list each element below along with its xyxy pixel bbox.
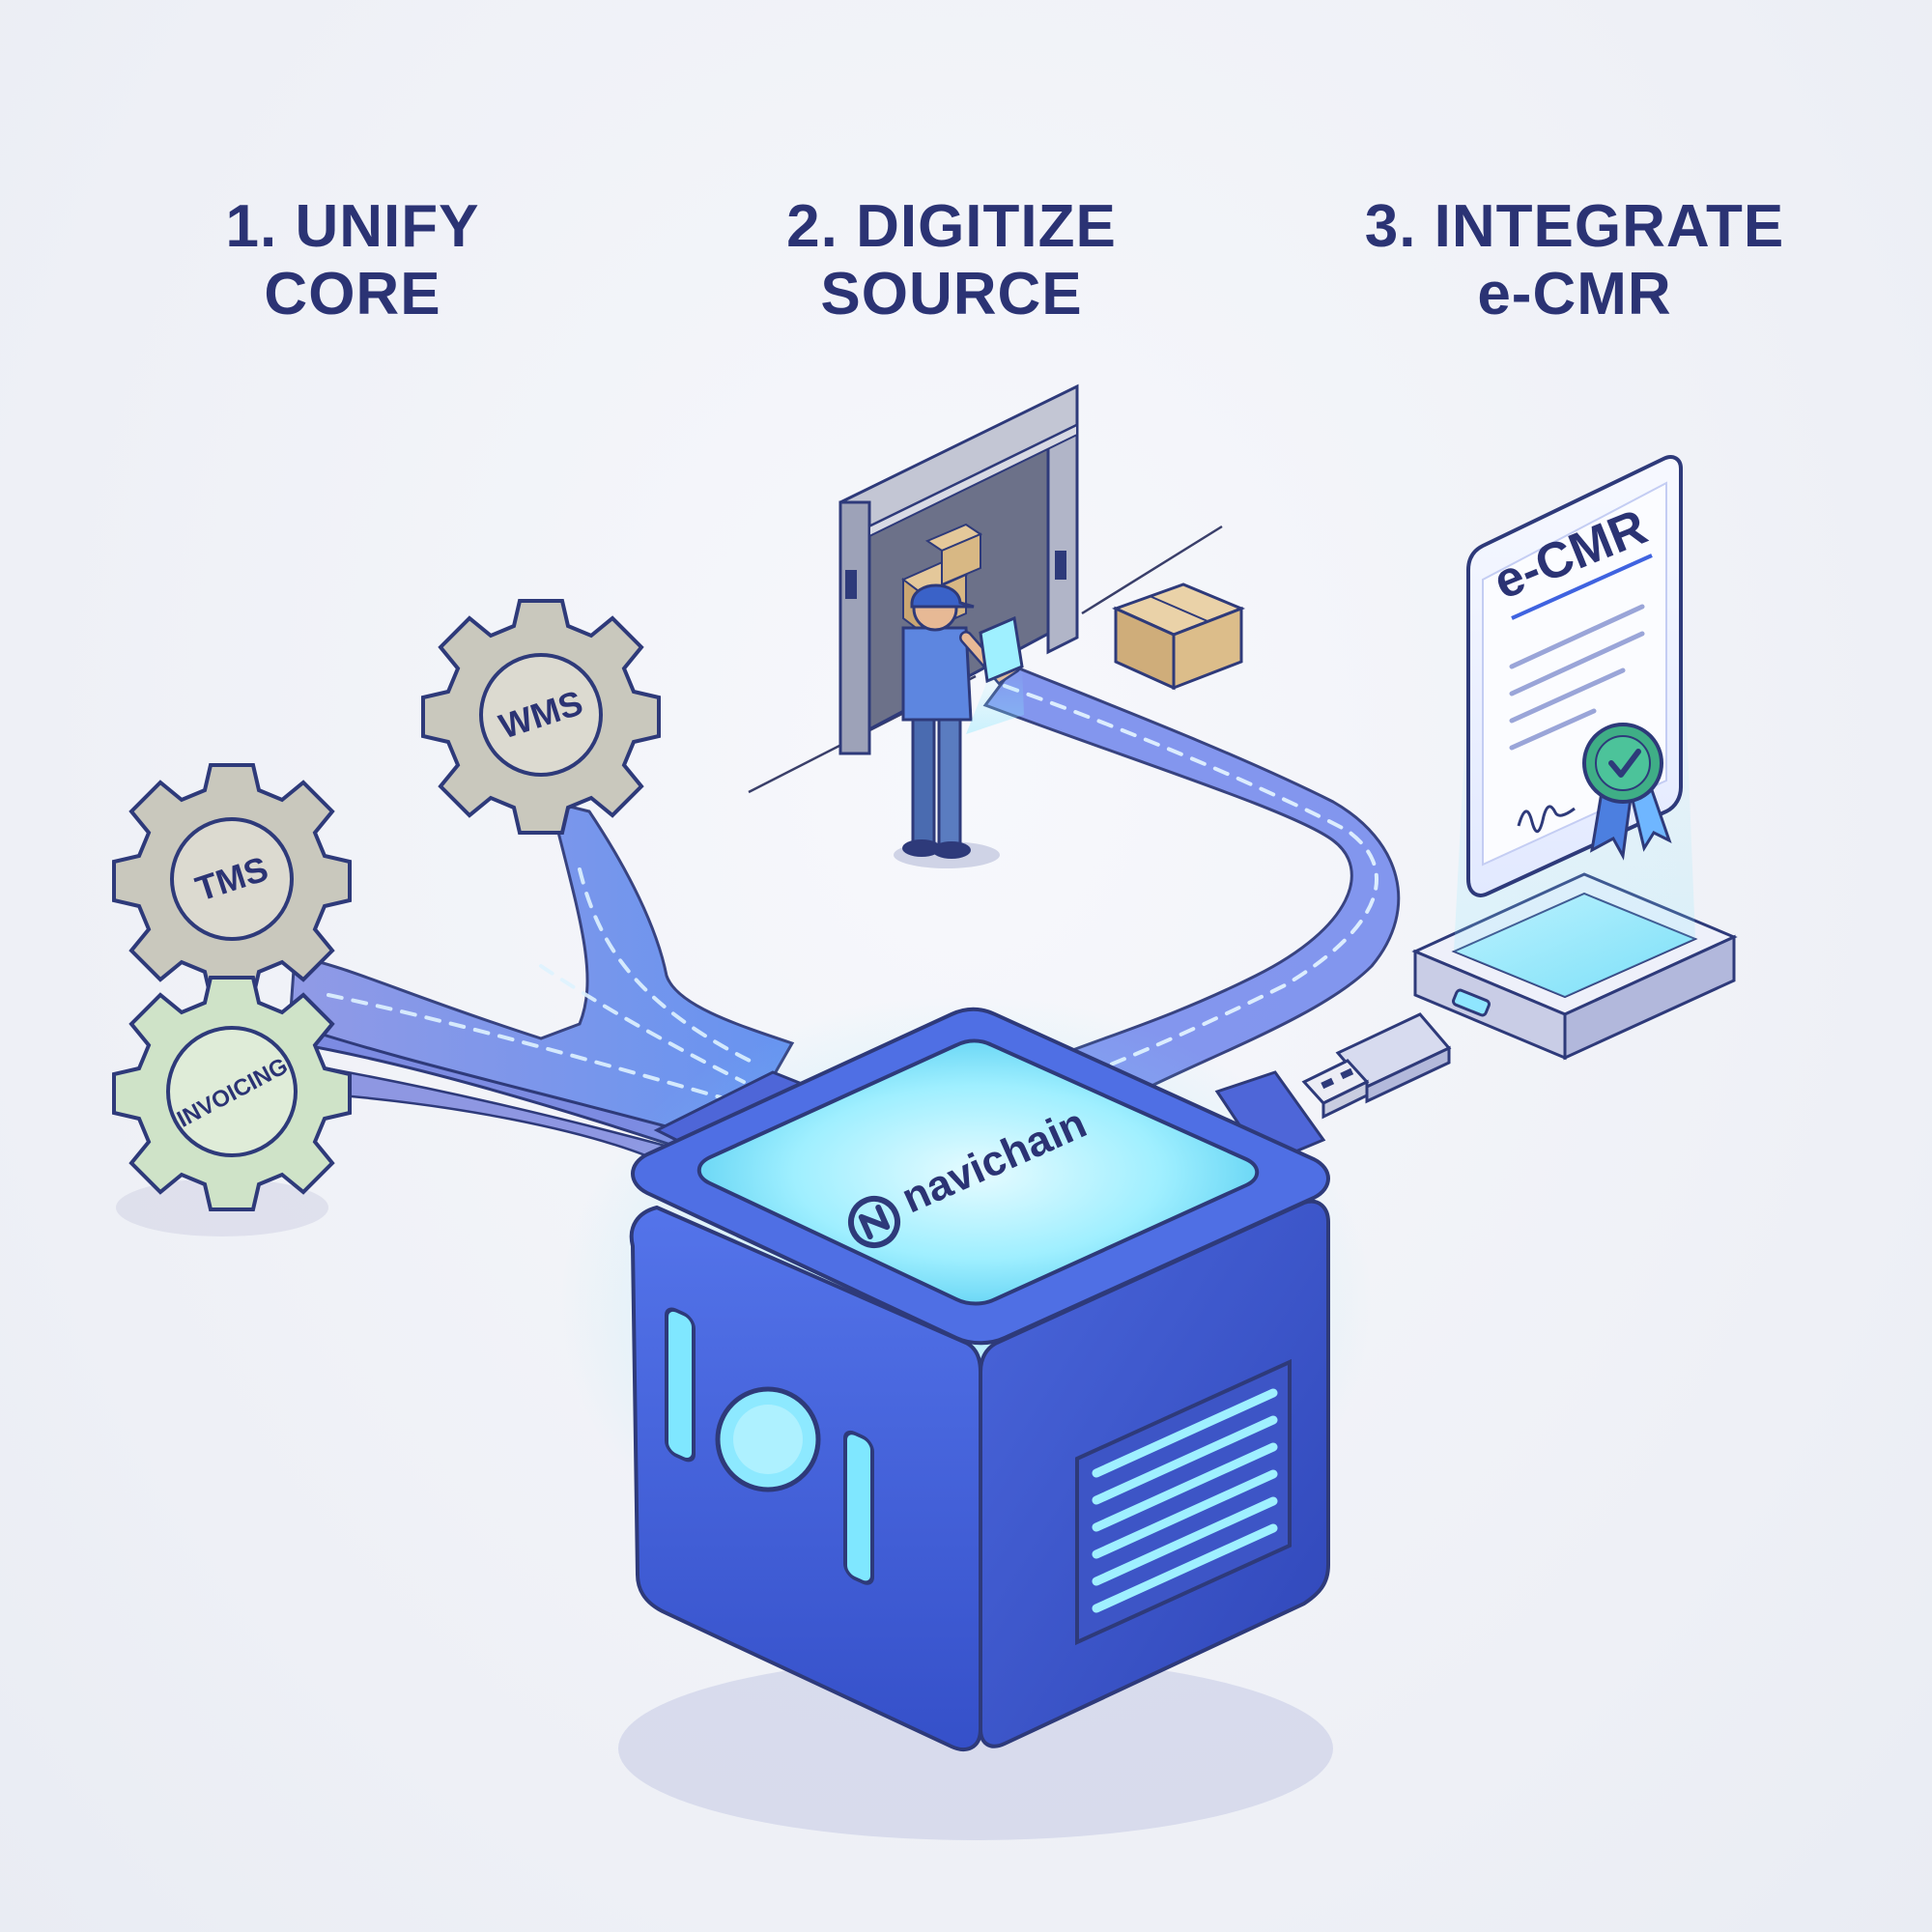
step-1-line-1: 1. UNIFY <box>225 193 480 260</box>
gear-tms: TMS <box>112 763 352 999</box>
navichain-logo-icon <box>848 1196 900 1248</box>
step-3-line-1: 3. INTEGRATE <box>1364 193 1785 260</box>
hub-shadow <box>618 1657 1333 1840</box>
cardboard-box <box>1111 582 1246 691</box>
hub-vent-grille <box>1075 1358 1292 1646</box>
ecmr-station: e-CMR <box>1411 455 1738 1061</box>
gear-wms: WMS <box>421 599 661 835</box>
hub-left-slot <box>665 1307 696 1463</box>
ecmr-document: e-CMR <box>1466 455 1683 897</box>
step-2-line-2: SOURCE <box>820 261 1083 327</box>
step-1-line-2: CORE <box>264 261 441 327</box>
step-3-heading: 3. INTEGRATE e-CMR <box>1362 193 1787 328</box>
ground-line-right <box>1081 525 1223 615</box>
usb-port <box>1452 988 1491 1017</box>
worker-figure <box>894 583 1024 868</box>
navichain-hub: navichain <box>560 995 1372 1751</box>
step-2-line-1: 2. DIGITIZE <box>786 193 1117 260</box>
hub-right-slot <box>843 1430 874 1585</box>
step-3-line-2: e-CMR <box>1477 261 1672 327</box>
step-2-heading: 2. DIGITIZE SOURCE <box>778 193 1125 328</box>
gear-invoicing: INVOICING <box>112 976 352 1211</box>
step-1-heading: 1. UNIFY CORE <box>193 193 512 328</box>
approval-seal-icon <box>1582 723 1672 861</box>
usb-cable <box>1301 1012 1452 1120</box>
